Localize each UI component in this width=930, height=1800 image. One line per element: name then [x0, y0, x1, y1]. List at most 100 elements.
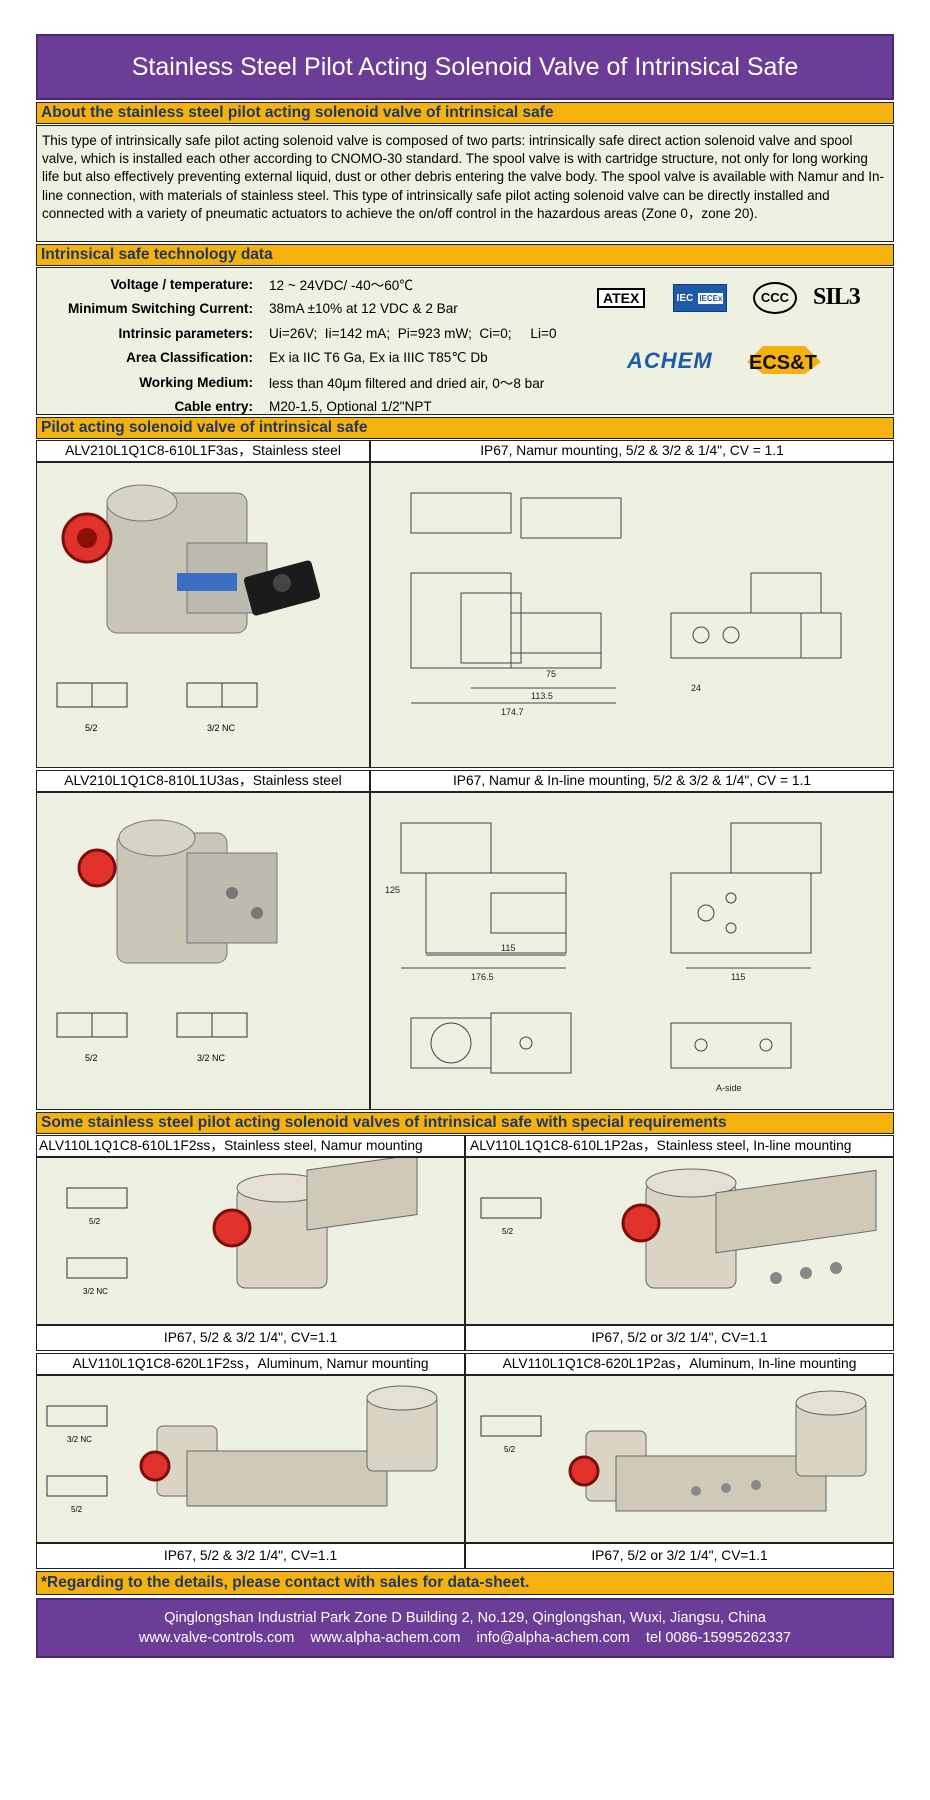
ecst-badge-icon — [747, 346, 821, 374]
tech-data-table: Voltage / temperature: 12 ~ 24VDC/ -40～60… — [37, 272, 557, 419]
contact-note: *Regarding to the details, please contac… — [36, 1571, 894, 1595]
pilot-item-1-left: ALV210L1Q1C8-610L1F3as，Stainless steel 5… — [36, 440, 370, 768]
tech-value: M20-1.5, Optional 1/2"NPT — [269, 399, 432, 415]
spec-label: IP67, Namur mounting, 5/2 & 3/2 & 1/4", … — [370, 440, 894, 462]
pilot-item-1: ALV210L1Q1C8-610L1F3as，Stainless steel 5… — [36, 440, 894, 768]
tech-value: less than 40μm filtered and dried air, 0… — [269, 376, 545, 392]
iec-text: IEC — [676, 292, 694, 304]
tech-value: 38mA ±10% at 12 VDC & 2 Bar — [269, 301, 458, 317]
dim-label: 115 — [731, 972, 745, 982]
dimension-drawing-cell: 176.5 115 125 115 A-side — [370, 792, 894, 1110]
footer-banner: Qinglongshan Industrial Park Zone D Buil… — [36, 1598, 894, 1658]
tech-label: Voltage / temperature: — [110, 276, 253, 292]
product-render-cell: 5/2 — [465, 1157, 894, 1325]
view-label: A-side — [716, 1083, 742, 1093]
atex-logo: ATEX — [597, 288, 646, 308]
sil3-logo: SIL3 — [813, 284, 861, 310]
tech-heading: Intrinsical safe technology data — [36, 244, 894, 266]
symbol-label: 3/2 NC — [83, 1287, 108, 1296]
tech-row: Working Medium: less than 40μm filtered a… — [37, 370, 557, 395]
product-photo-cell: 5/2 3/2 NC — [36, 792, 370, 1110]
valve-symbol-3-2: 3/2 NC — [186, 682, 258, 733]
tech-label: Minimum Switching Current: — [67, 301, 253, 317]
spec-label: IP67, 5/2 & 3/2 1/4", CV=1.1 — [36, 1543, 465, 1569]
about-text: This type of intrinsically safe pilot ac… — [36, 125, 894, 242]
dim-label: 125 — [385, 885, 400, 895]
dimension-drawing-cell: 174.7 113.5 75 24 — [370, 462, 894, 768]
spec-label: IP67, Namur & In-line mounting, 5/2 & 3/… — [370, 770, 894, 792]
iec-logo: IEC IECEx — [673, 284, 727, 312]
model-label: ALV110L1Q1C8-610L1P2as，Stainless steel, … — [465, 1135, 894, 1157]
model-label: ALV110L1Q1C8-620L1P2as，Aluminum, In-line… — [465, 1353, 894, 1375]
dim-label: 75 — [546, 669, 556, 679]
pilot-item-2: ALV210L1Q1C8-810L1U3as，Stainless steel 5… — [36, 770, 894, 1110]
dimension-drawing-2: 176.5 115 125 115 A-side — [385, 822, 822, 1093]
tech-row: Minimum Switching Current: 38mA ±10% at 1… — [37, 297, 557, 322]
special-item-4: ALV110L1Q1C8-620L1P2as，Aluminum, In-line… — [465, 1353, 894, 1569]
model-label: ALV110L1Q1C8-610L1F2ss，Stainless steel, … — [36, 1135, 465, 1157]
model-label: ALV210L1Q1C8-610L1F3as，Stainless steel — [36, 440, 370, 462]
valve-render-3: 3/2 NC 5/2 — [46, 1385, 438, 1514]
symbol-label: 5/2 — [85, 1053, 98, 1063]
tech-value: Ui=26V; Ii=142 mA; Pi=923 mW; Ci=0; Li=0 — [269, 325, 557, 341]
dim-label: 113.5 — [531, 691, 553, 701]
valve-symbol-5-2: 5/2 — [56, 682, 128, 733]
tech-row: Area Classification:Ex ia IIC T6 Ga, Ex … — [37, 346, 557, 371]
spec-label: IP67, 5/2 or 3/2 1/4", CV=1.1 — [465, 1543, 894, 1569]
iecex-text: IECEx — [698, 292, 724, 304]
model-label: ALV110L1Q1C8-620L1F2ss，Aluminum, Namur m… — [36, 1353, 465, 1375]
ecst-logo: ECS&T — [743, 342, 825, 376]
tech-row: Cable entry: M20-1.5, Optional 1/2"NPT — [37, 395, 557, 420]
model-label: ALV210L1Q1C8-810L1U3as，Stainless steel — [36, 770, 370, 792]
pilot-heading: Pilot acting solenoid valve of intrinsic… — [36, 417, 894, 439]
symbol-label: 3/2 NC — [67, 1435, 92, 1444]
dim-label: 176.5 — [471, 972, 494, 982]
dimension-drawing-1: 174.7 113.5 75 24 — [410, 492, 842, 717]
tech-value: 12 ~ 24VDC/ -40～60℃ — [269, 278, 413, 294]
valve-photo-1: 5/2 3/2 NC — [56, 484, 321, 733]
footer-contacts[interactable]: www.valve-controls.com www.alpha-achem.c… — [138, 1630, 792, 1646]
product-photo-cell: 5/2 3/2 NC — [36, 462, 370, 768]
ecst-text: ECS&T — [749, 352, 817, 374]
valve-photo-2: 5/2 3/2 NC — [56, 819, 278, 1063]
valve-render-2: 5/2 — [480, 1168, 877, 1289]
achem-logo: ACHEM — [627, 348, 713, 373]
tech-label: Area Classification: — [126, 350, 253, 366]
footer-address: Qinglongshan Industrial Park Zone D Buil… — [164, 1610, 766, 1626]
about-heading: About the stainless steel pilot acting s… — [36, 102, 894, 124]
datasheet-page: Stainless Steel Pilot Acting Solenoid Va… — [36, 34, 894, 1658]
special-item-3: ALV110L1Q1C8-620L1F2ss，Aluminum, Namur m… — [36, 1353, 465, 1569]
spec-label: IP67, 5/2 or 3/2 1/4", CV=1.1 — [465, 1325, 894, 1351]
tech-label: Cable entry: — [174, 399, 253, 415]
valve-render-1: 5/2 3/2 NC — [66, 1154, 418, 1296]
tech-label: Intrinsic parameters: — [118, 325, 253, 341]
product-render-cell: 5/2 3/2 NC — [36, 1154, 465, 1325]
pilot-item-2-right: IP67, Namur & In-line mounting, 5/2 & 3/… — [370, 770, 894, 1110]
pilot-item-1-right: IP67, Namur mounting, 5/2 & 3/2 & 1/4", … — [370, 440, 894, 768]
special-item-1: ALV110L1Q1C8-610L1F2ss，Stainless steel, … — [36, 1135, 465, 1351]
special-heading: Some stainless steel pilot acting soleno… — [36, 1112, 894, 1134]
pilot-item-2-left: ALV210L1Q1C8-810L1U3as，Stainless steel 5… — [36, 770, 370, 1110]
tech-label: Working Medium: — [139, 374, 253, 390]
valve-render-4: 5/2 — [480, 1390, 867, 1512]
spec-label: IP67, 5/2 & 3/2 1/4", CV=1.1 — [36, 1325, 465, 1351]
symbol-label: 5/2 — [502, 1227, 514, 1236]
special-row-1: ALV110L1Q1C8-610L1F2ss，Stainless steel, … — [36, 1135, 894, 1351]
product-render-cell: 5/2 — [465, 1375, 894, 1543]
dim-label: 174.7 — [501, 707, 524, 717]
symbol-label: 3/2 NC — [197, 1053, 226, 1063]
special-item-2: ALV110L1Q1C8-610L1P2as，Stainless steel, … — [465, 1135, 894, 1351]
tech-data-panel: Voltage / temperature: 12 ~ 24VDC/ -40～60… — [36, 267, 894, 415]
symbol-label: 3/2 NC — [207, 723, 236, 733]
page-title: Stainless Steel Pilot Acting Solenoid Va… — [36, 34, 894, 100]
tech-row: Intrinsic parameters: Ui=26V; Ii=142 mA; … — [37, 321, 557, 346]
valve-symbol-5-2: 5/2 — [56, 1012, 128, 1063]
tech-row: Voltage / temperature: 12 ~ 24VDC/ -40～60… — [37, 272, 557, 297]
product-render-cell: 3/2 NC 5/2 — [36, 1375, 465, 1543]
symbol-label: 5/2 — [85, 723, 98, 733]
symbol-label: 5/2 — [89, 1217, 101, 1226]
special-row-2: ALV110L1Q1C8-620L1F2ss，Aluminum, Namur m… — [36, 1353, 894, 1569]
ccc-logo: CCC — [753, 282, 797, 314]
symbol-label: 5/2 — [71, 1505, 83, 1514]
valve-symbol-3-2: 3/2 NC — [176, 1012, 248, 1063]
